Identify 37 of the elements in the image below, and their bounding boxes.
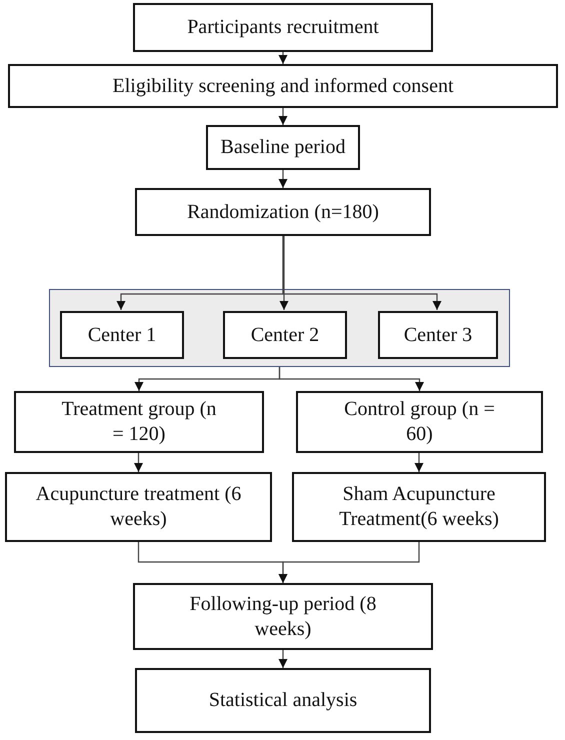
- arrow: [278, 52, 288, 64]
- step-text: Control group (n = 60): [343, 397, 496, 447]
- group-panel: [49, 289, 510, 367]
- arrow: [278, 650, 288, 668]
- process-box: [60, 311, 184, 359]
- step-text: Baseline period: [220, 135, 346, 160]
- arrow: [278, 367, 424, 391]
- process-box: [292, 472, 546, 542]
- arrow: [278, 170, 288, 188]
- arrow: [282, 236, 442, 310]
- process-box: [133, 3, 433, 52]
- process-box: [5, 472, 272, 542]
- step-text: Center 1: [88, 322, 156, 348]
- arrow: [278, 108, 288, 125]
- step-text: Participants recruitment: [187, 15, 379, 40]
- step-text: Randomization (n=180): [187, 200, 379, 224]
- process-box: [135, 668, 431, 733]
- process-box: [133, 583, 433, 650]
- step-text: Following-up period (8 weeks): [188, 592, 378, 642]
- arrow: [278, 542, 420, 583]
- step-text: Center 2: [250, 322, 320, 348]
- process-box: [8, 64, 558, 108]
- step-text: Treatment group (n = 120): [60, 397, 218, 447]
- arrow: [134, 453, 143, 472]
- step-text: Eligibility screening and informed consent: [112, 74, 454, 98]
- process-box: [296, 391, 543, 453]
- process-box: [378, 311, 498, 359]
- process-box: [14, 391, 264, 453]
- process-box: [223, 311, 347, 359]
- process-box: [135, 188, 431, 236]
- arrow: [414, 453, 424, 472]
- step-text: Statistical analysis: [208, 688, 358, 713]
- arrow: [280, 236, 288, 310]
- process-box: [206, 125, 360, 170]
- step-text: Sham Acupuncture Treatment(6 weeks): [338, 482, 500, 532]
- step-text: Acupuncture treatment (6 weeks): [34, 482, 242, 532]
- step-text: Center 3: [404, 322, 472, 348]
